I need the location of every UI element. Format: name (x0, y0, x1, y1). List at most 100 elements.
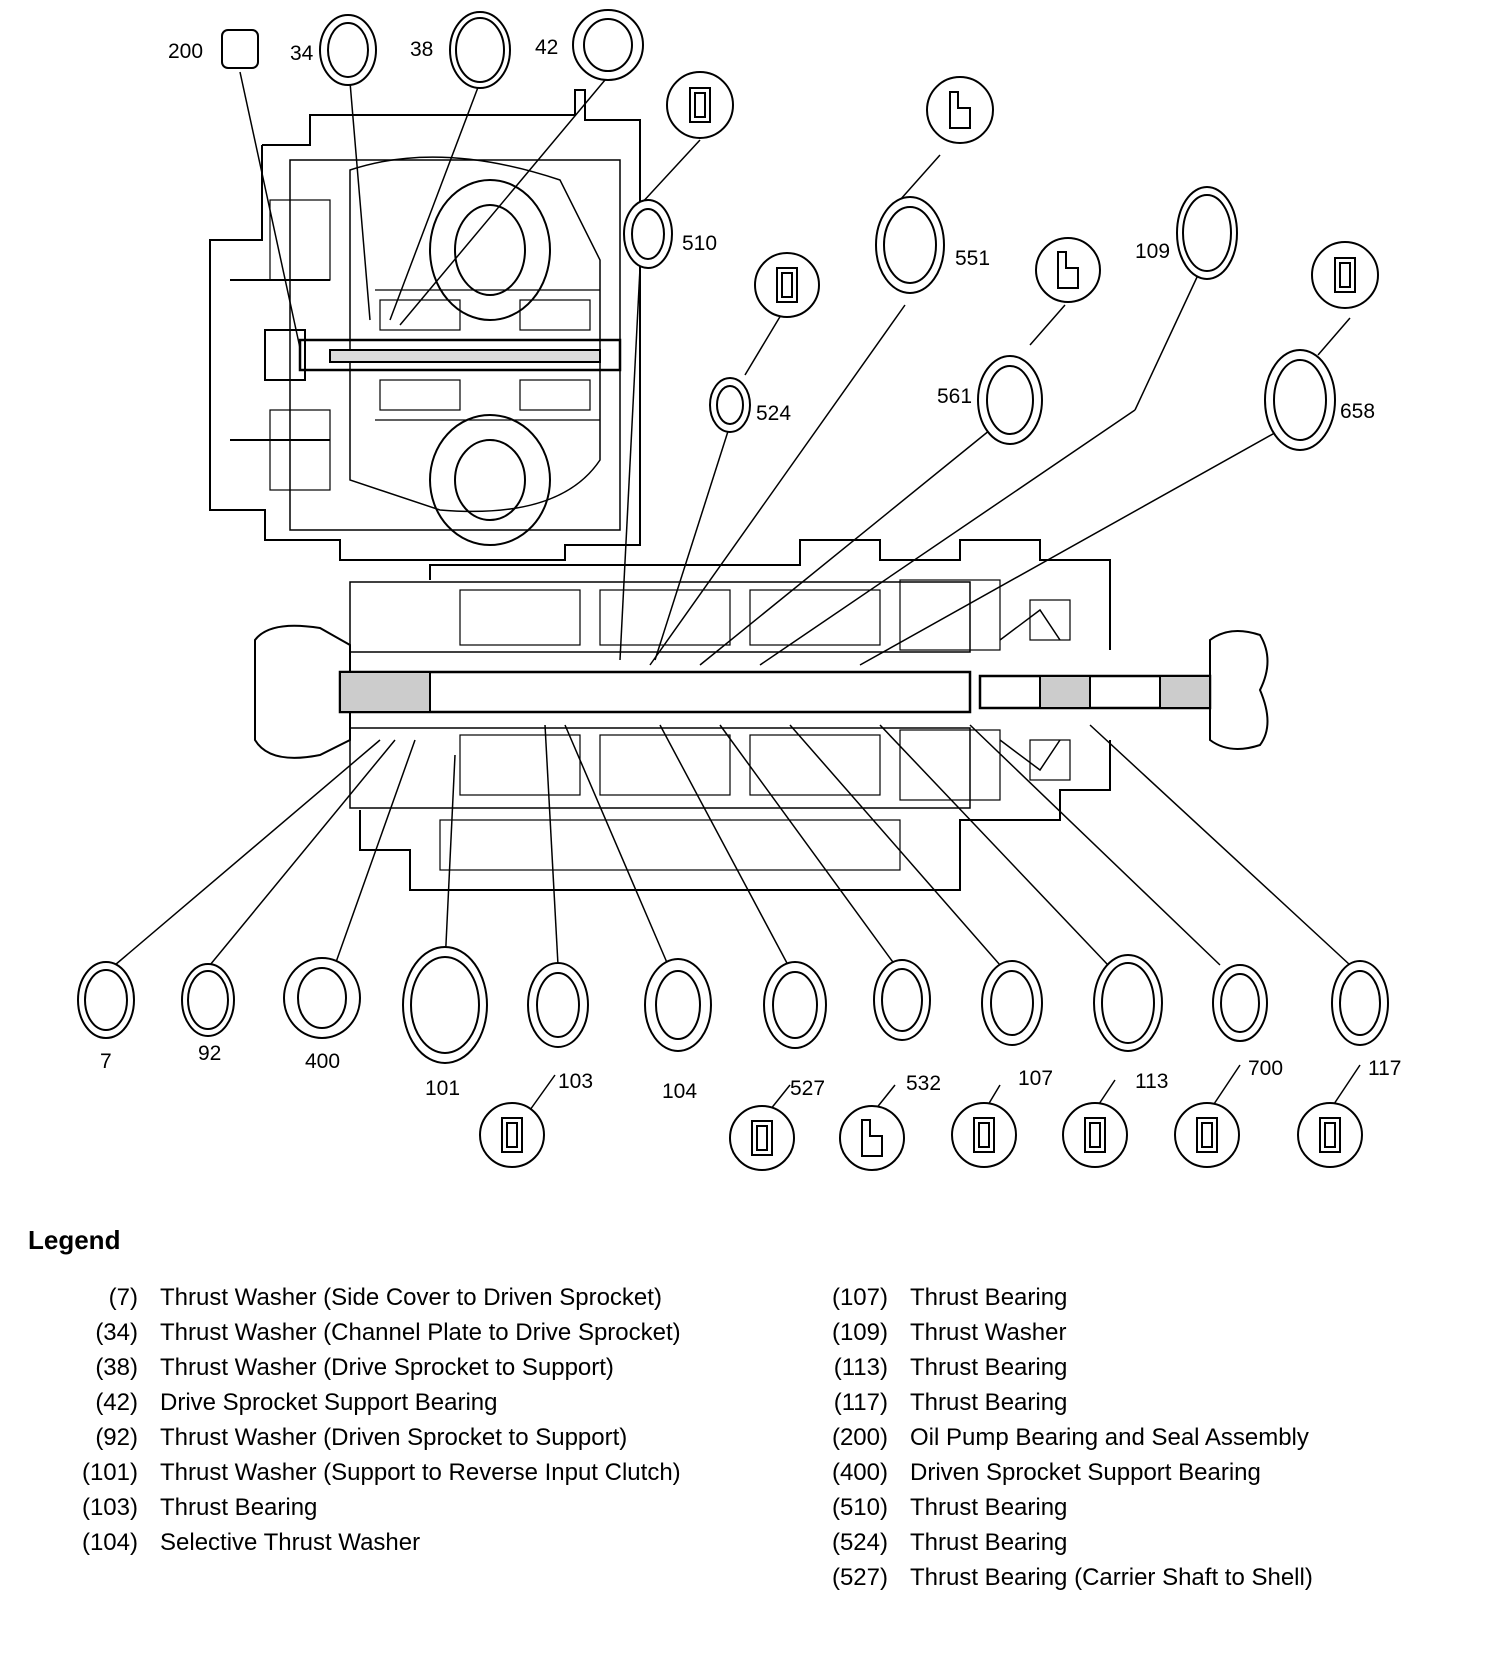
label-38: 38 (410, 38, 433, 61)
legend-item-description: Thrust Washer (Channel Plate to Drive Sp… (160, 1319, 681, 1346)
legend-item-description: Thrust Bearing (910, 1389, 1068, 1416)
legend-item-description: Thrust Washer (Drive Sprocket to Support… (160, 1354, 614, 1381)
legend-item: (42) Drive Sprocket Support Bearing (50, 1388, 750, 1417)
part-92-icon (181, 963, 235, 1037)
legend-column-right: (107)Thrust Bearing (109) Thrust Washer (… (800, 1283, 1480, 1598)
legend-item-description: Drive Sprocket Support Bearing (160, 1389, 498, 1416)
label-561: 561 (937, 385, 972, 408)
legend-item: (34) Thrust Washer (Channel Plate to Driv… (50, 1318, 750, 1347)
bearing-symbol-icon (754, 252, 820, 318)
part-113-icon (1093, 954, 1163, 1052)
legend-item-description: Thrust Bearing (910, 1284, 1068, 1311)
label-103: 103 (558, 1070, 593, 1093)
label-527: 527 (790, 1077, 825, 1100)
part-551-icon (875, 196, 945, 294)
legend-item: (103) Thrust Bearing (50, 1493, 750, 1522)
label-524: 524 (756, 402, 791, 425)
label-700: 700 (1248, 1057, 1283, 1080)
legend-item-number: (101) (81, 1459, 138, 1486)
legend-item-number: (400) (831, 1459, 888, 1486)
legend-item-number: (42) (95, 1389, 138, 1416)
legend-item-description: Thrust Bearing (910, 1354, 1068, 1381)
part-532-icon (873, 959, 931, 1041)
legend-item-number: (7) (108, 1284, 138, 1311)
label-510: 510 (682, 232, 717, 255)
legend-item-number: (34) (95, 1319, 138, 1346)
label-34: 34 (290, 42, 314, 65)
legend-item-number: (104) (81, 1529, 138, 1556)
legend-item-number: (103) (81, 1494, 138, 1521)
legend-item-number: (524) (831, 1529, 888, 1556)
top-parts (221, 9, 644, 89)
legend-item: (38) Thrust Washer (Drive Sprocket to Sup… (50, 1353, 750, 1382)
legend-item: (113) Thrust Bearing (800, 1353, 1480, 1382)
legend-item-number: (510) (831, 1494, 888, 1521)
bearing-symbol-icon (1062, 1102, 1128, 1168)
legend-item: (109) Thrust Washer (800, 1318, 1480, 1347)
bearing-symbol-icon (729, 1105, 795, 1171)
legend-item-description: Thrust Washer (Driven Sprocket to Suppor… (160, 1424, 628, 1451)
part-200-icon (221, 29, 259, 69)
part-561-icon (977, 355, 1043, 445)
legend: Legend (7) Thrust Washer (Side Cover to D… (0, 1225, 1504, 1645)
legend-item-description: Thrust Washer (910, 1319, 1067, 1346)
legend-item-description: Thrust Bearing (Carrier Shaft to Shell) (910, 1564, 1313, 1591)
part-104-icon (644, 958, 712, 1052)
legend-item: (200) Oil Pump Bearing and Seal Assembly (800, 1423, 1480, 1452)
legend-item: (107)Thrust Bearing (800, 1283, 1480, 1312)
legend-item-description: Thrust Bearing (910, 1529, 1068, 1556)
legend-title: Legend (28, 1225, 121, 1255)
label-42: 42 (535, 36, 558, 59)
legend-item-number: (92) (95, 1424, 138, 1451)
bearing-symbols (479, 71, 1379, 1171)
leader-lines (114, 71, 1361, 1111)
legend-item-description: Selective Thrust Washer (160, 1529, 421, 1556)
label-107: 107 (1018, 1067, 1053, 1090)
legend-item: (7) Thrust Washer (Side Cover to Driven S… (50, 1283, 750, 1312)
part-labels: 200 34 38 42 510 551 109 524 561 658 7 9… (100, 36, 1401, 1103)
label-400: 400 (305, 1050, 340, 1073)
legend-item-number: (109) (831, 1319, 888, 1346)
part-34-icon (319, 14, 377, 86)
legend-item: (510) Thrust Bearing (800, 1493, 1480, 1522)
legend-item-number: (38) (95, 1354, 138, 1381)
part-101-icon (402, 946, 488, 1064)
label-658: 658 (1340, 400, 1375, 423)
bearing-symbol-b-icon (1035, 237, 1101, 303)
legend-item: (524) Thrust Bearing (800, 1528, 1480, 1557)
legend-item-description: Thrust Bearing (910, 1494, 1068, 1521)
bearing-symbol-icon (951, 1102, 1017, 1168)
part-400-icon (283, 957, 361, 1039)
label-92: 92 (198, 1042, 221, 1065)
legend-column-left: (7) Thrust Washer (Side Cover to Driven S… (50, 1283, 750, 1563)
legend-item-number: (527) (831, 1564, 888, 1591)
label-117: 117 (1368, 1057, 1401, 1080)
bearing-symbol-icon (1174, 1102, 1240, 1168)
bearing-symbol-b-icon (839, 1105, 905, 1171)
legend-item-description: Thrust Washer (Support to Reverse Input … (160, 1459, 681, 1486)
label-532: 532 (906, 1072, 941, 1095)
bearing-symbol-icon (1311, 241, 1379, 309)
legend-item-description: Oil Pump Bearing and Seal Assembly (910, 1424, 1309, 1451)
label-101: 101 (425, 1077, 460, 1100)
upper-housing (209, 89, 641, 561)
label-113: 113 (1135, 1070, 1168, 1093)
legend-item-number: (113) (833, 1354, 888, 1381)
legend-item-description: Thrust Washer (Side Cover to Driven Spro… (160, 1284, 662, 1311)
label-551: 551 (955, 247, 990, 270)
part-658-icon (1264, 349, 1336, 451)
label-7: 7 (100, 1050, 112, 1073)
legend-item: (101) Thrust Washer (Support to Reverse I… (50, 1458, 750, 1487)
legend-item: (104) Selective Thrust Washer (50, 1528, 750, 1557)
bearing-symbol-icon (479, 1102, 545, 1168)
lower-housing (254, 539, 1269, 891)
part-527-icon (763, 961, 827, 1049)
legend-item-number: (200) (831, 1424, 888, 1451)
legend-item: (117)Thrust Bearing (800, 1388, 1480, 1417)
legend-item: (400)Driven Sprocket Support Bearing (800, 1458, 1480, 1487)
bottom-parts (77, 946, 1389, 1064)
part-38-icon (449, 11, 511, 89)
right-parts (623, 186, 1336, 451)
transmission-diagram: 200 34 38 42 510 551 109 524 561 658 7 9… (77, 9, 1401, 1171)
legend-item-description: Thrust Bearing (160, 1494, 318, 1521)
